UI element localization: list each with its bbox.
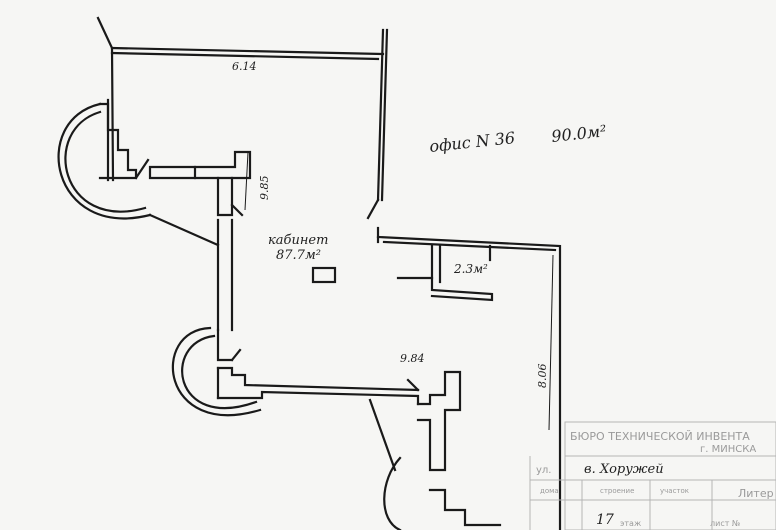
wall-top (110, 46, 385, 56)
bay-window-upper-inner (64, 110, 147, 213)
wall-top-inner (110, 51, 380, 61)
walls (57, 16, 562, 530)
wall-left-upper (96, 16, 115, 182)
dim-bottom-label: 9.84 (400, 352, 425, 365)
stamp-col-plot: участок (660, 487, 689, 495)
door-swing-4 (230, 348, 242, 362)
bay-window-upper-outer (57, 102, 152, 220)
wall-steps-lower (428, 488, 502, 527)
dim-top-label: 6.14 (232, 60, 257, 73)
wall-right-upper-outer (380, 28, 389, 202)
dimension-lines (244, 151, 554, 431)
bay-window-lower-inner (181, 334, 258, 410)
small-room-area: 2.3м² (453, 262, 488, 276)
stamp-col-house: дома (540, 487, 559, 495)
title-block: БЮРО ТЕХНИЧЕСКОЙ ИНВЕНТА г. МИНСКА ул. в… (529, 421, 776, 530)
dim-line-left (244, 151, 249, 211)
room-object (311, 266, 337, 284)
door-swing-2 (134, 158, 150, 180)
office-title: офис N 36 (428, 128, 515, 156)
stamp-sheet-label: лист № (710, 519, 741, 528)
wall-diag-left (148, 213, 220, 247)
door-swing-5 (406, 378, 420, 392)
wall-block-right (416, 370, 462, 472)
stamp-bureau-line1: БЮРО ТЕХНИЧЕСКОЙ ИНВЕНТА (570, 430, 750, 443)
wall-block-2 (193, 150, 252, 180)
stamp-bureau-line2: г. МИНСКА (700, 444, 756, 455)
stamp-street-label: ул. (536, 465, 552, 476)
wall-left-mid-end (216, 328, 234, 362)
wall-steps-upper (98, 102, 138, 180)
wall-left-mid (216, 218, 234, 332)
wall-block-3 (216, 176, 234, 217)
room-area: 87.7м² (276, 248, 321, 263)
wall-right-upper (376, 28, 385, 202)
room-name: кабинет (268, 233, 328, 248)
dim-right-label: 8.06 (536, 364, 549, 389)
wall-right-wing-inner (382, 240, 557, 252)
wall-block-1 (148, 165, 197, 180)
dim-left-label: 9.85 (258, 176, 271, 201)
door-swing-3 (230, 203, 244, 217)
stamp-number: 17 (596, 512, 614, 528)
bay-window-lower-outer (171, 326, 262, 417)
stamp-col-liter: Литер (738, 487, 774, 500)
wall-bottom-lower (216, 390, 420, 406)
wall-bottom-upper (216, 366, 420, 392)
wall-right-wing (376, 235, 562, 530)
dim-line-right (548, 254, 554, 431)
office-area: 90.0м² (550, 121, 607, 146)
wall-diag-lower (368, 398, 397, 472)
bay-window-bottom (383, 456, 402, 530)
stamp-street-value: в. Хоружей (584, 462, 664, 477)
small-room-wall (430, 243, 494, 302)
door-swing-1 (366, 198, 380, 220)
stamp-col-building: строение (600, 487, 634, 495)
stamp-floor-label: этаж (620, 519, 641, 528)
stamp-frame (564, 421, 776, 530)
